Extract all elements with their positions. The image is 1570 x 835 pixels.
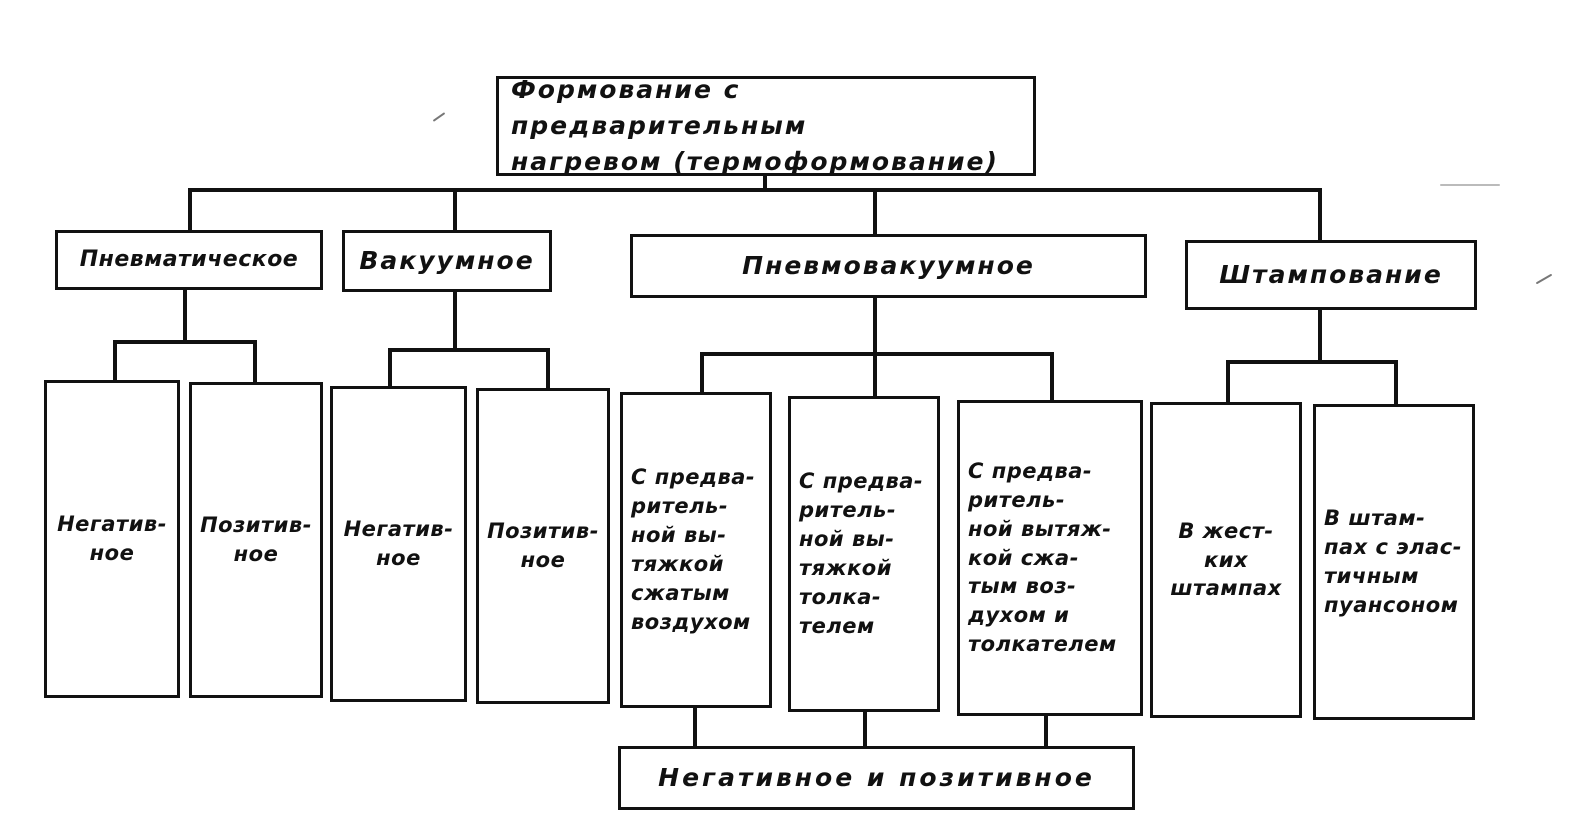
bottom-node-negative-and-positive: Негативное и позитивное [618,746,1135,810]
leaf-pv-air-and-plunger: С предва- ритель- ной вытяж- кой сжа- ты… [957,400,1143,716]
root-node: Формование с предварительным нагревом (т… [496,76,1036,176]
category-pneumovacuum: Пневмовакуумное [630,234,1147,298]
leaf-pneumatic-negative: Негатив- ное [44,380,180,698]
leaf-stamp-elastic: В штам- пах с элас- тичным пуансоном [1313,404,1475,720]
leaf-vacuum-negative: Негатив- ное [330,386,467,702]
leaf-vacuum-positive: Позитив- ное [476,388,610,704]
category-vacuum: Вакуумное [342,230,552,292]
leaf-pneumatic-positive: Позитив- ное [189,382,323,698]
leaf-stamp-rigid: В жест- ких штампах [1150,402,1302,718]
category-pneumatic: Пневматическое [55,230,323,290]
scan-speck [1440,184,1500,186]
leaf-pv-compressed-air: С предва- ритель- ной вы- тяжкой сжатым … [620,392,772,708]
leaf-pv-plunger: С предва- ритель- ной вы- тяжкой толка- … [788,396,940,712]
category-stamping: Штампование [1185,240,1477,310]
